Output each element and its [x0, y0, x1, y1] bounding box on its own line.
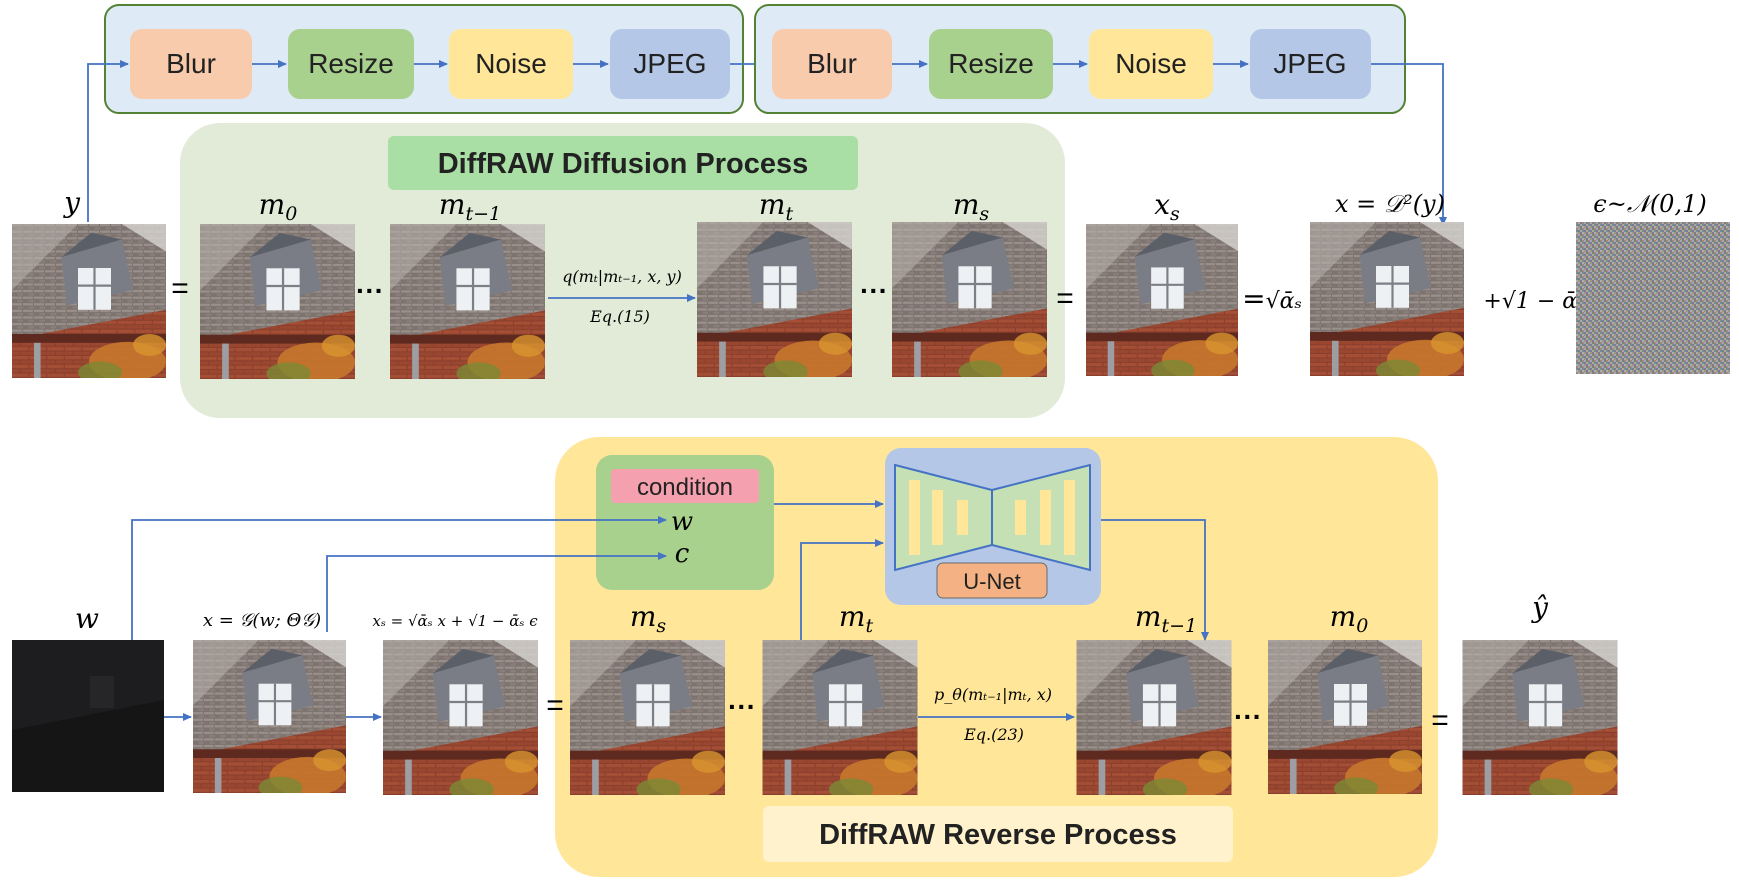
diffusion-mt1-label: mt−1 [439, 188, 501, 225]
reverse-dots-2: ··· [1234, 701, 1262, 732]
blur-label-2: Blur [807, 48, 857, 79]
noise-label-1: Noise [475, 48, 547, 79]
degradation-pass-1: Blur Resize Noise JPEG [104, 4, 744, 114]
arrow-unet-to-mt1 [1101, 519, 1209, 641]
sqrt-alpha-term: =√ᾱₛ [1242, 282, 1302, 315]
reverse-m0-label: m0 [1330, 600, 1369, 637]
diffusion-title-box [388, 136, 858, 190]
noise-label-2: Noise [1115, 48, 1187, 79]
diffusion-ms-label: ms [953, 188, 990, 225]
diffusion-equals-2: = [1056, 282, 1074, 315]
unet-bar-6 [1064, 480, 1075, 555]
reverse-equals-1: = [546, 689, 564, 722]
blur-block-2 [772, 29, 892, 99]
reverse-title: DiffRAW Reverse Process [819, 819, 1177, 851]
reverse-mt1-label: mt−1 [1135, 600, 1197, 637]
diffusion-dots-2: ··· [860, 275, 888, 306]
diffusion-equals-1: = [171, 272, 189, 305]
image-y-hat [1462, 640, 1618, 795]
image-diffusion-mt [697, 222, 852, 377]
jpeg-label-1: JPEG [633, 48, 706, 79]
jpeg-block-1 [610, 29, 730, 99]
diffusion-dots-1: ··· [356, 275, 384, 306]
condition-c: c [675, 539, 690, 569]
arrow-w-to-condition [131, 516, 667, 640]
unet-bar-4 [1015, 500, 1026, 535]
x-label: x = 𝒟²(y) [1335, 190, 1445, 218]
degradation-pass-2: Blur Resize Noise JPEG [754, 4, 1406, 114]
image-diffusion-ms [892, 222, 1047, 377]
arrow-degradation-to-x [1371, 63, 1447, 226]
reverse-title-box [763, 806, 1233, 862]
image-diffusion-mt1 [389, 224, 546, 379]
arrow-x-to-condition [326, 552, 667, 632]
resize-label-1: Resize [308, 48, 394, 79]
resize-label-2: Resize [948, 48, 1034, 79]
unet-bar-2 [932, 490, 943, 545]
reverse-x-label: x = 𝒢(w; Θ𝒢) [203, 610, 321, 631]
diffusion-title: DiffRAW Diffusion Process [438, 148, 809, 180]
blur-block-1 [130, 29, 252, 99]
image-diffusion-m0 [200, 224, 355, 379]
forward-equation: q(mₜ|mₜ₋₁, x, y) [562, 267, 682, 286]
output-y-hat-label: ŷ [1530, 591, 1549, 624]
image-x [1310, 222, 1464, 376]
diffusion-y-label: y [62, 186, 81, 219]
unet-bar-3 [957, 500, 968, 535]
diffusion-m0-label: m0 [259, 188, 298, 225]
resize-block-1 [288, 29, 414, 99]
image-reverse-mt1 [1076, 640, 1232, 795]
blur-label-1: Blur [166, 48, 216, 79]
degradation-pass-2-panel [754, 4, 1406, 114]
reverse-dots-1: ··· [728, 691, 756, 722]
sqrt-one-minus-alpha-term: +√1 − ᾱₛ [1483, 289, 1584, 314]
image-w-roof [12, 640, 164, 730]
reverse-equation: p_θ(mₜ₋₁|mₜ, x) [934, 685, 1052, 704]
unet-label: U-Net [963, 569, 1020, 594]
diffusion-mt-label: mt [759, 188, 794, 225]
image-reverse-x [193, 640, 346, 793]
image-y [12, 224, 166, 378]
image-w-window [90, 676, 114, 708]
condition-label: condition [637, 474, 733, 501]
image-noise [1576, 222, 1730, 374]
jpeg-block-2 [1250, 29, 1371, 99]
reverse-equals-2: = [1431, 704, 1449, 737]
reverse-ms-label: ms [630, 600, 667, 637]
noise-block-1 [449, 29, 573, 99]
noise-block-2 [1089, 29, 1213, 99]
reverse-mt-label: mt [839, 600, 874, 637]
reverse-xs-label: xₛ = √ᾱₛ x + √1 − ᾱₛ ϵ [372, 612, 538, 630]
degradation-pass-1-panel [104, 4, 744, 114]
unet-bar-1 [909, 480, 920, 555]
diffusion-xs-label: xs [1154, 188, 1180, 225]
forward-equation-ref: Eq.(15) [589, 307, 650, 326]
image-reverse-mt [762, 640, 918, 795]
unet-bar-5 [1040, 490, 1051, 545]
arrow-y-to-degradation [87, 60, 129, 222]
condition-w: w [671, 507, 693, 537]
reverse-w-label: w [75, 602, 99, 635]
arrow-mt-to-unet [800, 539, 884, 640]
unet-tag [936, 562, 1048, 599]
image-reverse-xs [383, 640, 538, 795]
image-xs [1085, 224, 1239, 376]
jpeg-label-2: JPEG [1273, 48, 1346, 79]
image-reverse-m0 [1268, 640, 1422, 794]
resize-block-2 [929, 29, 1053, 99]
condition-tag [611, 469, 759, 503]
noise-label: ϵ~𝒩(0,1) [1593, 190, 1706, 218]
reverse-equation-ref: Eq.(23) [963, 725, 1024, 744]
image-reverse-ms [570, 640, 725, 795]
